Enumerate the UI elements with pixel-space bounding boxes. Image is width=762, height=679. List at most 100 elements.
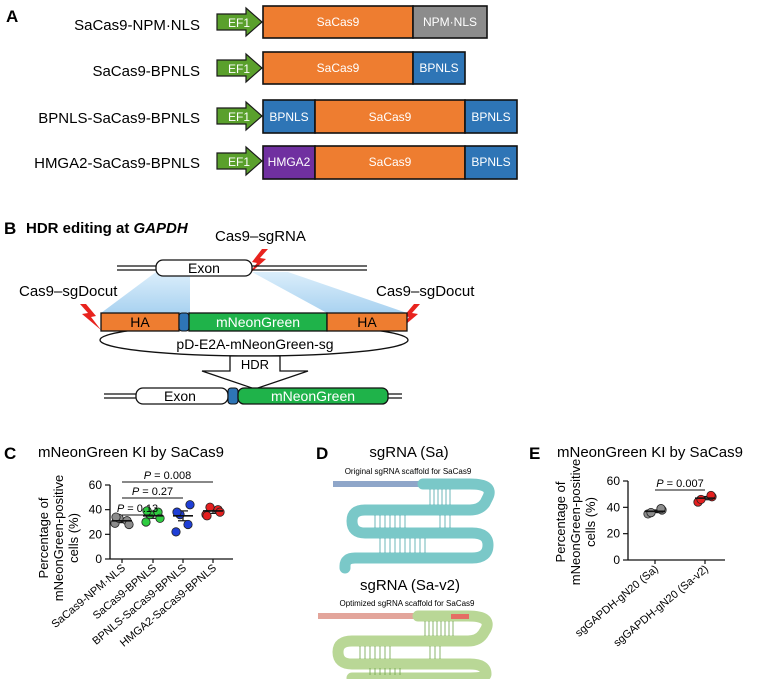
panel-b-title-gene: GAPDH (134, 220, 189, 237)
bpnls-block-2 (412, 51, 466, 85)
bpnls-block-4 (464, 145, 518, 180)
panel-e-ylabel-2: mNeonGreen-positive (568, 459, 583, 585)
category-label: sgGAPDH-gN20 (Sa-v2) (611, 563, 711, 649)
ha-label-left: HA (130, 314, 150, 330)
ef1-label-3: EF1 (228, 110, 250, 124)
ef1-promoter-1: EF1 (216, 6, 263, 38)
p-value-label: P = 0.13 (117, 503, 158, 515)
panel-e-ylabel-3: cells (%) (583, 497, 598, 547)
panel-c-title: mNeonGreen KI by SaCas9 (38, 444, 224, 461)
data-point (202, 511, 212, 521)
ef1-label-1: EF1 (228, 16, 250, 30)
panel-e-ylabel-1: Percentage of (553, 481, 568, 562)
y-tick-label: 60 (89, 478, 103, 492)
y-tick-label: 20 (607, 527, 621, 541)
panel-c-ylabel-3: cells (%) (66, 513, 81, 563)
sgrna-sav2-modified-region (451, 614, 469, 619)
data-point (215, 507, 225, 517)
p-value-label: P = 0.007 (656, 478, 703, 490)
mneongreen-block-result (237, 387, 389, 405)
bpnls-label-2: BPNLS (419, 61, 458, 75)
hdr-label: HDR (241, 357, 269, 372)
hmga2-label: HMGA2 (268, 155, 311, 169)
mneongreen-label-donor: mNeonGreen (216, 314, 300, 330)
construct-label-4: HMGA2-SaCas9-BPNLS (34, 155, 200, 172)
bpnls-block-3b (464, 99, 518, 134)
sacas9-label-1: SaCas9 (317, 15, 360, 29)
panel-d-letter: D (316, 444, 328, 463)
ef1-promoter-3: EF1 (216, 100, 263, 132)
category-label: sgGAPDH-gN20 (Sa) (573, 563, 661, 639)
sgrna-sa-backbone (339, 478, 495, 574)
hmga2-block (262, 145, 316, 180)
panel-c-ylabel: Percentage of mNeonGreen-positive cells … (36, 475, 81, 601)
y-tick-label: 40 (607, 500, 621, 514)
npm-nls-label: NPM·NLS (423, 15, 477, 29)
sacas9-block-4 (314, 145, 466, 180)
cut-site-icon-left (80, 304, 101, 330)
cas9-sgdocut-label-right: Cas9–sgDocut (376, 283, 475, 300)
ef1-label-2: EF1 (228, 62, 250, 76)
sacas9-label-2: SaCas9 (317, 61, 360, 75)
panel-c-ylabel-1: Percentage of (36, 497, 51, 578)
data-point (646, 507, 656, 518)
panel-b-letter: B (4, 219, 16, 238)
ha-label-right: HA (357, 314, 377, 330)
exon-label-result: Exon (164, 388, 196, 404)
sacas9-block-3 (314, 99, 466, 134)
e2a-block-result (227, 387, 239, 405)
y-tick-label: 40 (89, 503, 103, 517)
e2a-block (178, 312, 190, 332)
y-tick-label: 20 (89, 527, 103, 541)
homology-shade-left (101, 272, 190, 313)
sgrna-sav2-structure (318, 610, 493, 679)
construct-label-2: SaCas9-BPNLS (92, 63, 200, 80)
ef1-promoter-4: EF1 (216, 145, 263, 177)
npm-nls-block (412, 5, 488, 39)
sgrna-sa-structure (333, 478, 495, 574)
construct-label-1: SaCas9-NPM·NLS (74, 17, 200, 34)
homology-shade-right (252, 272, 407, 313)
ef1-label-4: EF1 (228, 155, 250, 169)
panel-c-letter: C (4, 444, 16, 463)
y-tick-label: 0 (95, 552, 102, 566)
sgrna-sa-title: sgRNA (Sa) (369, 444, 448, 461)
ha-block-right (326, 312, 408, 332)
panel-a-letter: A (6, 7, 18, 26)
panel-c-ylabel-2: mNeonGreen-positive (51, 475, 66, 601)
bpnls-label-3b: BPNLS (471, 110, 510, 124)
cas9-sgrna-label: Cas9–sgRNA (215, 228, 306, 245)
data-point (183, 519, 193, 530)
panel-e-letter: E (529, 444, 540, 463)
sacas9-label-3: SaCas9 (369, 110, 412, 124)
construct-label-3: BPNLS-SaCas9-BPNLS (38, 110, 200, 127)
panel-b-title-prefix: HDR editing at (26, 220, 134, 237)
data-point (696, 494, 706, 505)
sgrna-sa-subtitle: Original sgRNA scaffold for SaCas9 (345, 467, 472, 476)
sgrna-sav2-backbone (332, 610, 493, 679)
y-tick-label: 60 (607, 474, 621, 488)
sgrna-sav2-subtitle: Optimized sgRNA scaffold for SaCas9 (339, 599, 475, 608)
exon-box-top (155, 259, 253, 277)
ef1-promoter-2: EF1 (216, 52, 263, 84)
exon-label-top: Exon (188, 260, 220, 276)
mneongreen-label-result: mNeonGreen (271, 388, 355, 404)
sacas9-label-4: SaCas9 (369, 155, 412, 169)
panel-e-ylabel: Percentage of mNeonGreen-positive cells … (553, 459, 598, 585)
bpnls-label-4: BPNLS (471, 155, 510, 169)
p-value-label: P = 0.27 (132, 486, 173, 498)
data-point (185, 500, 195, 510)
y-tick-label: 0 (613, 553, 620, 567)
p-value-label: P = 0.008 (144, 470, 191, 482)
panel-b-title: HDR editing at GAPDH (26, 220, 189, 237)
cas9-sgdocut-label-left: Cas9–sgDocut (19, 283, 118, 300)
data-point (141, 517, 151, 527)
panel-e-title: mNeonGreen KI by SaCas9 (557, 444, 743, 461)
plasmid-label: pD-E2A-mNeonGreen-sg (176, 336, 333, 352)
sgrna-sav2-title: sgRNA (Sa-v2) (360, 577, 460, 594)
sgrna-sa-spacer (333, 481, 425, 487)
hdr-arrow-icon (201, 355, 309, 390)
data-point (171, 527, 181, 537)
bpnls-label-3a: BPNLS (269, 110, 308, 124)
